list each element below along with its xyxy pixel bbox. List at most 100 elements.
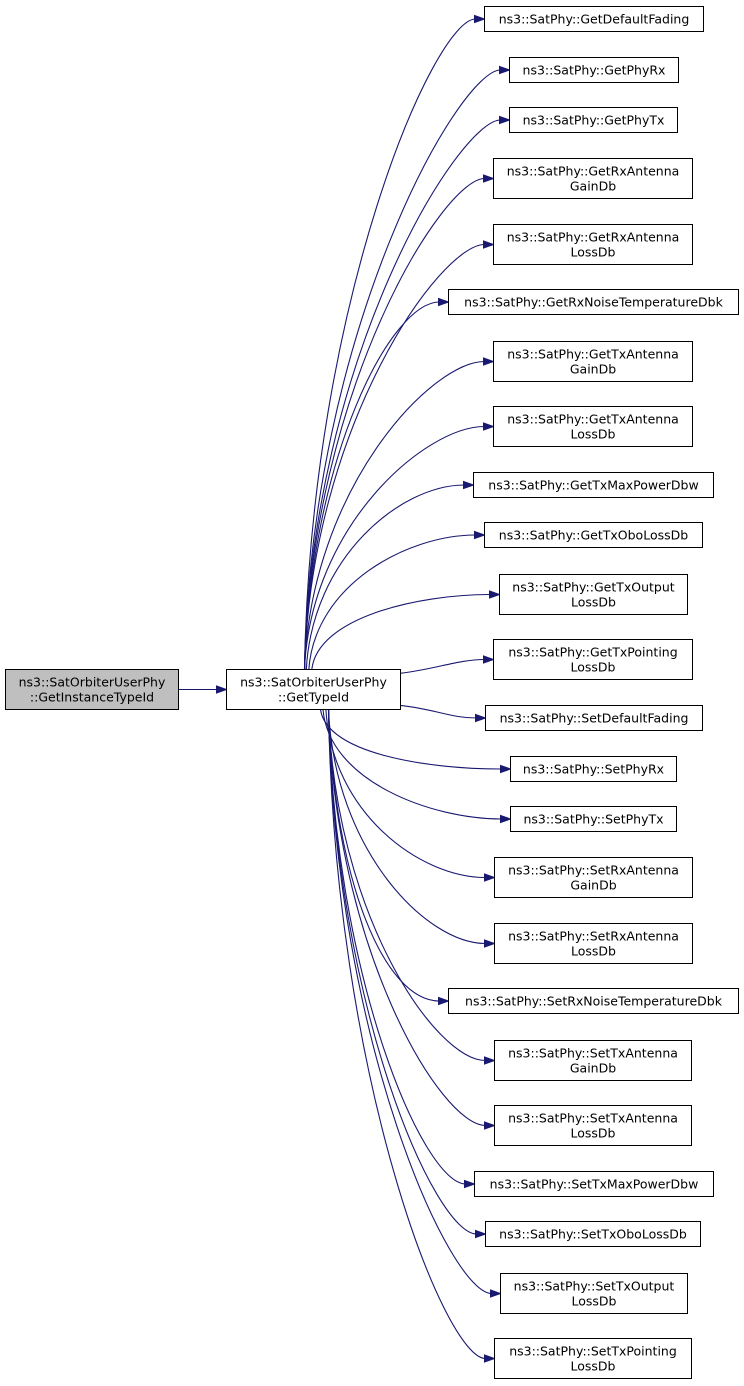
edge-hub-to-callee-12 — [400, 704, 487, 723]
edge-hub-to-callee-10-arrow — [489, 590, 501, 599]
edge-hub-to-callee-16-line — [327, 709, 486, 945]
callee-node-5-box — [448, 289, 739, 315]
edge-hub-to-callee-21 — [327, 709, 487, 1239]
edge-hub-to-callee-7 — [303, 422, 495, 670]
callee-node-5[interactable]: ns3::SatPhy::GetRxNoiseTemperatureDbk — [448, 289, 739, 315]
edge-hub-to-callee-0-arrow — [474, 14, 486, 24]
edge-hub-to-callee-20-line — [327, 709, 466, 1185]
callee-node-8[interactable]: ns3::SatPhy::GetTxMaxPowerDbw — [473, 472, 714, 498]
edge-hub-to-callee-2-line — [303, 119, 501, 670]
edge-hub-to-callee-14-line — [322, 709, 502, 820]
edge-hub-to-callee-2-arrow — [499, 115, 511, 125]
callee-node-20[interactable]: ns3::SatPhy::SetTxMaxPowerDbw — [474, 1171, 714, 1197]
callee-node-21[interactable]: ns3::SatPhy::SetTxOboLossDb — [485, 1221, 701, 1247]
edge-hub-to-callee-4 — [303, 240, 495, 670]
callee-node-23-box — [494, 1338, 692, 1379]
callee-node-6-box — [493, 341, 693, 382]
edge-hub-to-callee-22-arrow — [490, 1289, 502, 1298]
edge-hub-to-callee-4-line — [303, 243, 485, 670]
edge-root-to-hub — [178, 685, 228, 694]
callee-node-14-label-0: ns3::SatPhy::SetPhyTx — [523, 812, 663, 827]
edge-hub-to-callee-18-arrow — [484, 1056, 496, 1065]
edge-hub-to-callee-6 — [303, 357, 495, 670]
callee-node-9[interactable]: ns3::SatPhy::GetTxOboLossDb — [484, 522, 703, 548]
edge-hub-to-callee-10-line — [311, 593, 491, 670]
callee-node-12-box — [485, 705, 703, 731]
callee-node-6-label-0: ns3::SatPhy::GetTxAntenna — [507, 347, 679, 362]
callee-node-16-label-0: ns3::SatPhy::SetRxAntenna — [508, 929, 679, 944]
edge-hub-to-callee-22 — [327, 709, 502, 1298]
callee-node-10-label-1: LossDb — [571, 595, 616, 610]
callee-node-14[interactable]: ns3::SatPhy::SetPhyTx — [510, 806, 677, 832]
callee-node-8-label-0: ns3::SatPhy::GetTxMaxPowerDbw — [488, 478, 698, 493]
callee-node-0-label-0: ns3::SatPhy::GetDefaultFading — [499, 12, 690, 27]
callee-node-18-box — [494, 1040, 692, 1081]
callee-node-0[interactable]: ns3::SatPhy::GetDefaultFading — [484, 6, 704, 32]
edge-hub-to-callee-20-arrow — [464, 1179, 476, 1189]
callee-node-17[interactable]: ns3::SatPhy::SetRxNoiseTemperatureDbk — [448, 988, 739, 1014]
callee-node-4-box — [493, 224, 693, 265]
call-graph-edges — [178, 14, 512, 1363]
edge-hub-to-callee-11-line — [400, 658, 485, 674]
edge-hub-to-callee-14-arrow — [500, 814, 512, 824]
callee-node-22-box — [500, 1273, 688, 1314]
hub-node-get-type-id-label-1: ::GetTypeId — [278, 690, 349, 705]
callee-node-16-box — [494, 923, 693, 964]
edge-hub-to-callee-15 — [325, 709, 496, 882]
root-node-get-instance-type-id-label-0: ns3::SatOrbiterUserPhy — [19, 675, 166, 690]
callee-node-20-label-0: ns3::SatPhy::SetTxMaxPowerDbw — [490, 1177, 699, 1192]
edge-hub-to-callee-9 — [308, 530, 486, 670]
callee-node-4-label-1: LossDb — [571, 245, 616, 260]
callee-node-3-label-1: GainDb — [570, 179, 616, 194]
callee-node-10-box — [499, 574, 688, 615]
edge-hub-to-callee-0-line — [303, 18, 476, 670]
callee-node-11-label-0: ns3::SatPhy::GetTxPointing — [508, 645, 677, 660]
edge-hub-to-callee-23 — [327, 709, 496, 1363]
callee-node-4-label-0: ns3::SatPhy::GetRxAntenna — [507, 230, 680, 245]
edge-hub-to-callee-12-arrow — [475, 713, 487, 723]
edge-hub-to-callee-8 — [305, 480, 475, 670]
callee-node-2[interactable]: ns3::SatPhy::GetPhyTx — [509, 107, 678, 133]
callee-node-7-label-0: ns3::SatPhy::GetTxAntenna — [507, 412, 679, 427]
callee-node-9-box — [484, 522, 703, 548]
edge-hub-to-callee-18-line — [327, 709, 486, 1062]
edge-hub-to-callee-7-arrow — [483, 422, 495, 431]
edge-hub-to-callee-1 — [303, 65, 511, 670]
callee-node-1-label-0: ns3::SatPhy::GetPhyRx — [523, 63, 666, 78]
hub-node-get-type-id[interactable]: ns3::SatOrbiterUserPhy::GetTypeId — [226, 669, 401, 710]
edge-hub-to-callee-2 — [303, 115, 511, 670]
callee-node-1[interactable]: ns3::SatPhy::GetPhyRx — [509, 57, 679, 83]
edge-hub-to-callee-19-line — [327, 709, 486, 1127]
edge-hub-to-callee-21-line — [327, 709, 477, 1235]
edge-hub-to-callee-1-arrow — [499, 65, 511, 75]
callee-node-3-label-0: ns3::SatPhy::GetRxAntenna — [507, 164, 680, 179]
callee-node-8-box — [473, 472, 714, 498]
edge-hub-to-callee-10 — [311, 590, 501, 670]
callee-node-15-box — [494, 857, 693, 898]
edge-hub-to-callee-9-arrow — [474, 530, 486, 540]
callee-node-23-label-0: ns3::SatPhy::SetTxPointing — [509, 1344, 677, 1359]
callee-node-13[interactable]: ns3::SatPhy::SetPhyRx — [510, 756, 677, 782]
callee-node-21-label-0: ns3::SatPhy::SetTxOboLossDb — [499, 1227, 687, 1242]
edge-hub-to-callee-14 — [322, 709, 512, 824]
edge-hub-to-callee-6-line — [303, 360, 485, 670]
callee-node-12[interactable]: ns3::SatPhy::SetDefaultFading — [485, 705, 703, 731]
callee-node-18-label-1: GainDb — [570, 1061, 616, 1076]
callee-node-16-label-1: LossDb — [571, 944, 616, 959]
root-node-get-instance-type-id-box — [5, 669, 179, 710]
edge-hub-to-callee-5-arrow — [438, 297, 450, 307]
edge-hub-to-callee-3-arrow — [483, 174, 495, 183]
